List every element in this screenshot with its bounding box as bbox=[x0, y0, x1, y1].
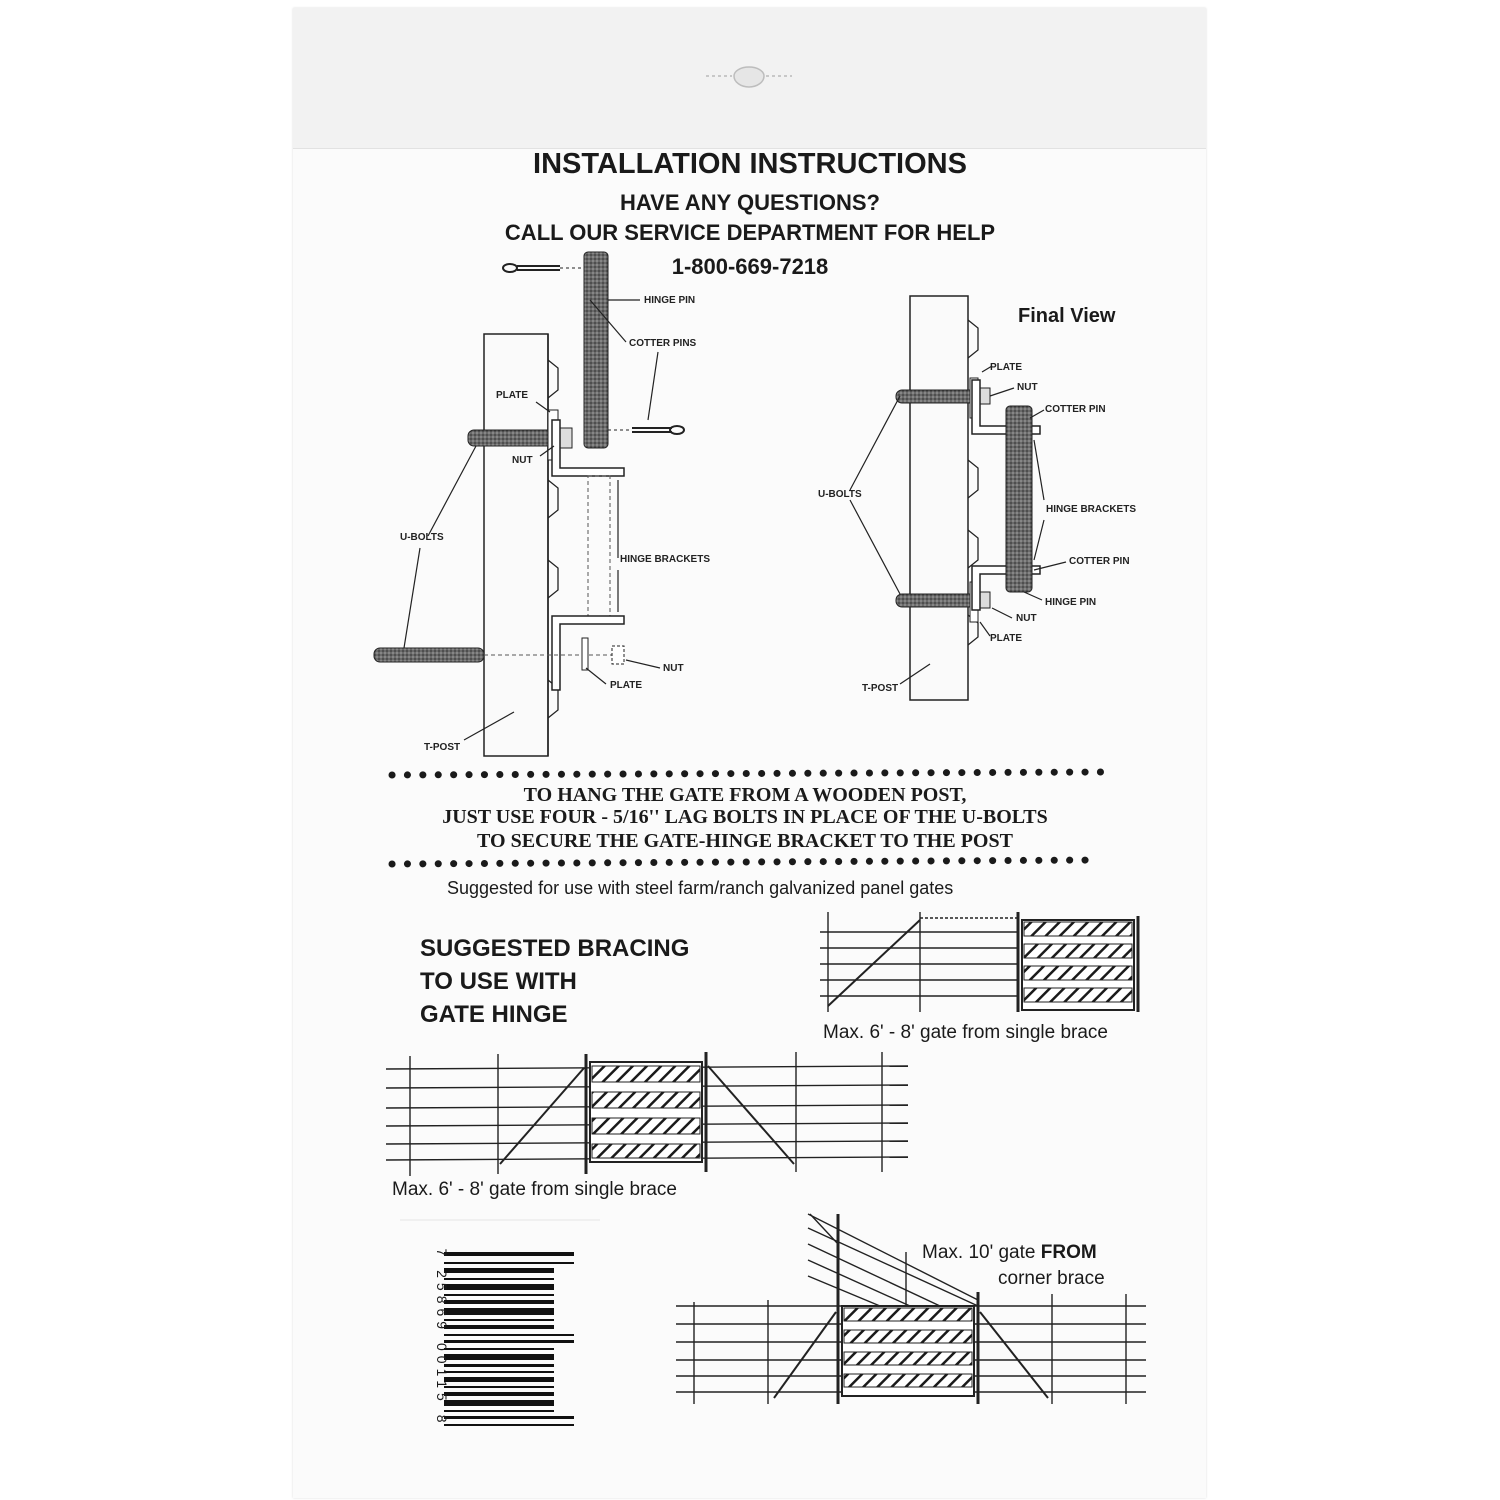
label-hinge-pin-right: HINGE PIN bbox=[1045, 597, 1097, 608]
caption-corner-line-1: Max. 10' gate FROM bbox=[922, 1242, 1097, 1264]
questions-line: HAVE ANY QUESTIONS? bbox=[620, 190, 880, 215]
label-cotter-pin-bottom-right: COTTER PIN bbox=[1069, 556, 1130, 567]
label-hinge-brackets: HINGE BRACKETS bbox=[620, 554, 711, 565]
suggested-use-note: Suggested for use with steel farm/ranch … bbox=[447, 878, 954, 898]
label-t-post-right: T-POST bbox=[862, 683, 899, 694]
phone-number: 1-800-669-7218 bbox=[671, 254, 829, 279]
bracing-title-line-2: TO USE WITH bbox=[420, 968, 577, 995]
bracing-title-line-3: GATE HINGE bbox=[420, 1001, 568, 1028]
label-u-bolts: U-BOLTS bbox=[400, 532, 444, 543]
caption-middle-diagram: Max. 6' - 8' gate from single brace bbox=[392, 1179, 677, 1200]
label-nut-bottom: NUT bbox=[663, 663, 684, 674]
label-plate-bottom-right: PLATE bbox=[990, 633, 1023, 644]
t-post-left bbox=[483, 333, 559, 757]
gate-panel-top bbox=[1021, 916, 1140, 1012]
cotter-pin-mid-left bbox=[608, 425, 685, 435]
hang-hole-icon bbox=[706, 66, 792, 88]
label-plate-top: PLATE bbox=[496, 390, 529, 401]
service-line: CALL OUR SERVICE DEPARTMENT FOR HELP bbox=[504, 220, 996, 245]
label-plate-top-right: PLATE bbox=[990, 362, 1023, 373]
wooden-post-line-1: TO HANG THE GATE FROM A WOODEN POST, bbox=[523, 784, 967, 806]
label-hinge-pin: HINGE PIN bbox=[644, 295, 696, 306]
label-t-post: T-POST bbox=[424, 742, 461, 753]
label-nut-bottom-right: NUT bbox=[1016, 613, 1037, 624]
gate-panel-middle bbox=[589, 1061, 703, 1163]
caption-corner-bold: FROM bbox=[1040, 1242, 1097, 1263]
caption-corner-line-2: corner brace bbox=[998, 1268, 1105, 1289]
wooden-post-line-2: JUST USE FOUR - 5/16'' LAG BOLTS IN PLAC… bbox=[442, 806, 1048, 828]
label-cotter-pins: COTTER PINS bbox=[629, 338, 697, 349]
caption-top-diagram: Max. 6' - 8' gate from single brace bbox=[823, 1022, 1108, 1043]
hinge-bracket-lower-right bbox=[971, 565, 1041, 611]
caption-corner-text: Max. 10' gate bbox=[922, 1242, 1036, 1263]
hinge-pin-right bbox=[1005, 405, 1033, 593]
t-post-right bbox=[909, 295, 979, 701]
wooden-post-line-3: TO SECURE THE GATE-HINGE BRACKET TO THE … bbox=[477, 830, 1013, 852]
label-hinge-brackets-right: HINGE BRACKETS bbox=[1046, 504, 1137, 515]
cotter-pin-top-left bbox=[502, 263, 584, 273]
hinge-bracket-upper-left bbox=[551, 419, 625, 477]
label-nut-top-right: NUT bbox=[1017, 382, 1038, 393]
bracing-title-line-1: SUGGESTED BRACING bbox=[420, 935, 690, 962]
label-cotter-pin-top-right: COTTER PIN bbox=[1045, 404, 1106, 415]
label-nut-top: NUT bbox=[512, 455, 533, 466]
hinge-bracket-lower-left bbox=[551, 615, 625, 691]
label-u-bolts-right: U-BOLTS bbox=[818, 489, 862, 500]
instruction-card bbox=[293, 8, 1206, 1498]
page-title: INSTALLATION INSTRUCTIONS bbox=[533, 148, 967, 180]
bracing-title: SUGGESTED BRACING TO USE WITH GATE HINGE bbox=[420, 932, 689, 1031]
hinge-pin-left bbox=[583, 251, 609, 449]
hinge-bracket-upper-right bbox=[971, 379, 1041, 435]
label-plate-bottom: PLATE bbox=[610, 680, 643, 691]
package-header-strip bbox=[293, 8, 1206, 149]
final-view-title: Final View bbox=[1018, 305, 1116, 327]
gate-panel-corner bbox=[841, 1305, 975, 1397]
